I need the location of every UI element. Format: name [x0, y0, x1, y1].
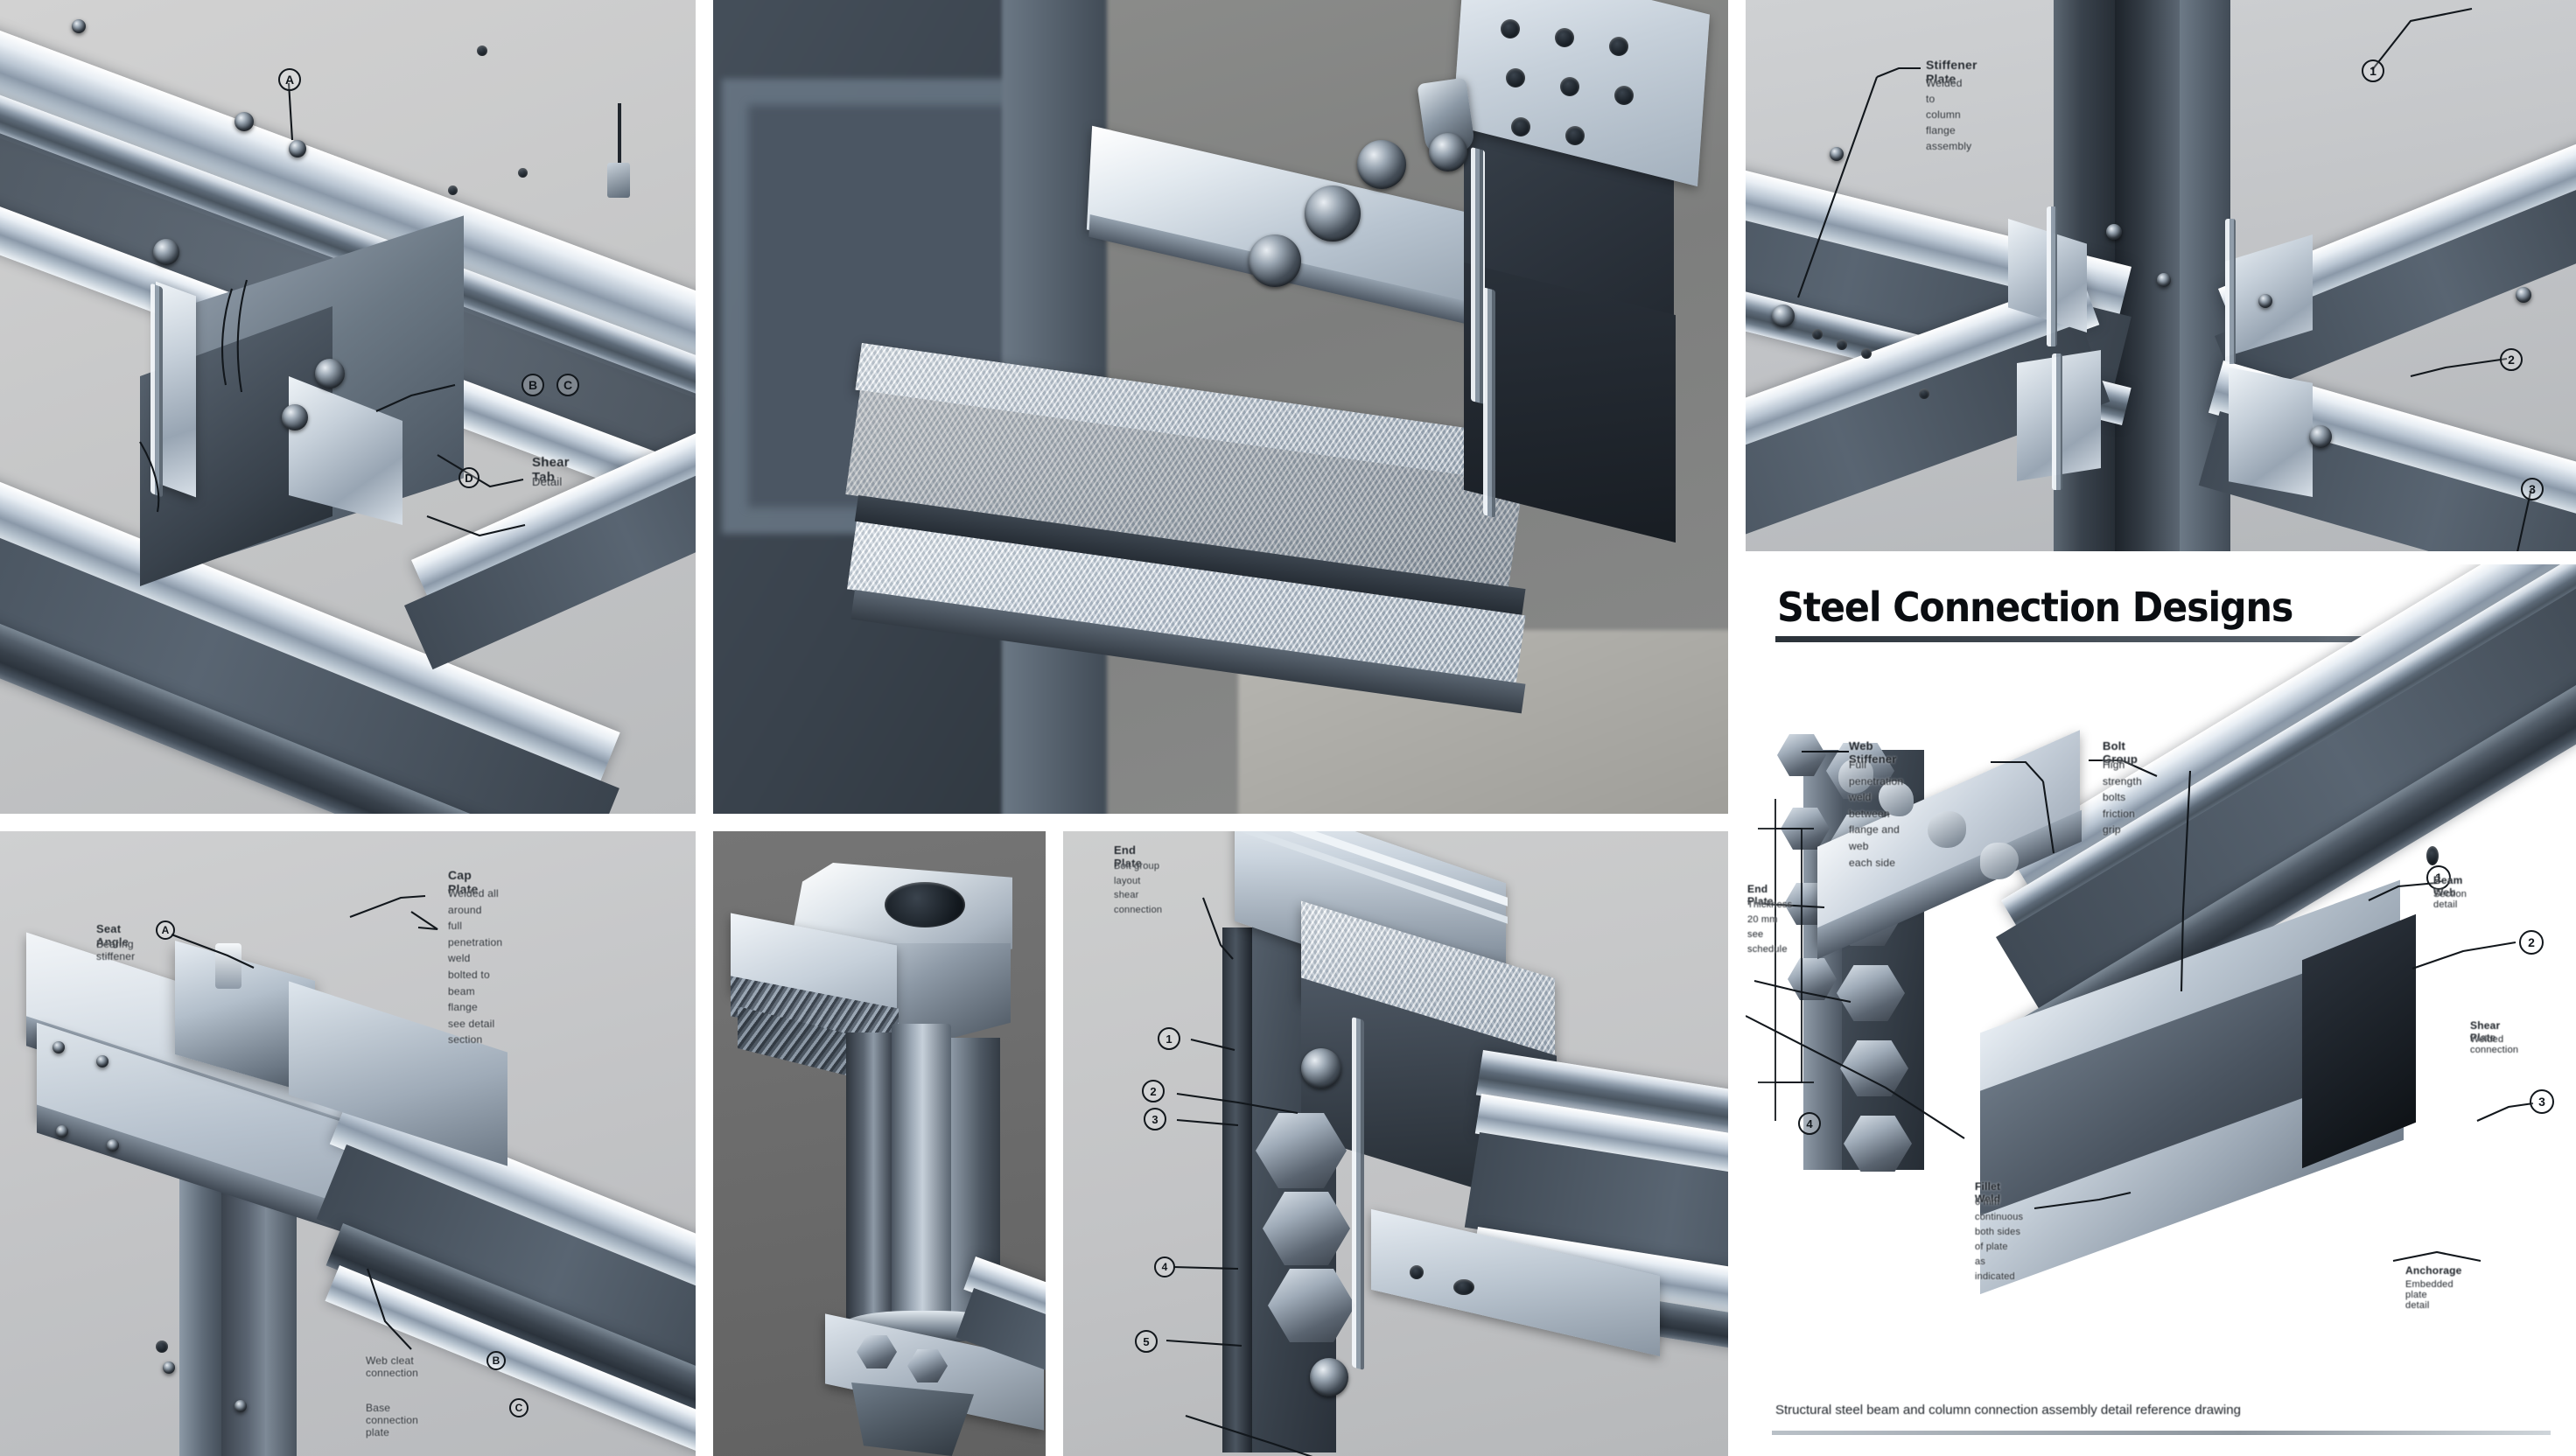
panel-shear-tab-bolted[interactable]: End Plate Bolt group layout shear connec…	[1063, 831, 1728, 1456]
diagram-caption: Structural steel beam and column connect…	[1775, 1403, 2241, 1418]
callout-bubble-c: C	[509, 1398, 528, 1418]
callout-leaders-tr	[1797, 7, 2533, 551]
diagram-foot-rule	[1772, 1431, 2551, 1435]
diagram-drawing: 1 2 3 4 Web Stiffener Full penetration w…	[1746, 564, 2576, 1388]
panel-cruciform-column-node[interactable]: Stiffener Plate Welded to column flange …	[1746, 0, 2576, 551]
panel-steel-connection-diagram[interactable]: Steel Connection Designs	[1746, 564, 2576, 1456]
callout-bubble-c: C	[556, 374, 579, 396]
weld-wire-strands	[139, 279, 248, 513]
callout-bubble-1: 1	[2362, 60, 2384, 82]
callout-bubble-b: B	[522, 374, 544, 396]
bolt-nut	[1305, 186, 1361, 242]
callout-bubble-4: 4	[1154, 1256, 1175, 1278]
callout-bubble-2: 2	[1142, 1080, 1165, 1102]
callout-bubble-a: A	[156, 920, 175, 940]
callout-bubble-1: 1	[1158, 1027, 1180, 1050]
hex-bolt	[1310, 1358, 1348, 1396]
callout-bubble-3: 3	[1144, 1108, 1166, 1130]
callout-bubble-d: D	[458, 467, 480, 488]
photo-column-cap-seat	[0, 831, 696, 1456]
photo-end-plate-moment	[713, 0, 1728, 814]
panel-beam-to-beam-bolted[interactable]: A B C D Shear Tab Detail	[0, 0, 696, 814]
callout-leaders-tl	[287, 82, 526, 537]
callout-bubble-a: A	[278, 68, 301, 91]
diagram-bubble-2: 2	[2519, 930, 2544, 955]
dimension-lines	[1758, 799, 1814, 1121]
diagram-title: Steel Connection Designs	[1777, 584, 2293, 631]
photo-beam-to-beam-bolted	[0, 0, 696, 814]
panel-column-cap-seat[interactable]: Seat Angle Bearing stiffener Cap Plate W…	[0, 831, 696, 1456]
callout-leaders-bl	[171, 894, 438, 1350]
hex-bolt	[1301, 1048, 1341, 1088]
photo-column-base-jack	[713, 831, 1046, 1456]
diagram-bubble-1: 1	[2426, 865, 2451, 890]
photo-shear-tab-bolted	[1063, 831, 1728, 1456]
panel-end-plate-moment[interactable]	[713, 0, 1728, 814]
hex-bolt	[1256, 1113, 1347, 1188]
callout-bubble-5: 5	[1135, 1330, 1158, 1353]
panel-column-base-jack[interactable]	[713, 831, 1046, 1456]
bolt-nut	[1249, 234, 1301, 287]
cap-plate-hole	[885, 882, 965, 928]
diagram-bubble-3: 3	[2530, 1089, 2554, 1114]
diagram-bubble-4: 4	[1798, 1112, 1821, 1135]
callout-bubble-b: B	[486, 1351, 506, 1370]
diagram-title-rule	[1775, 636, 2545, 642]
diagram-callout-leaders	[1746, 750, 2534, 1263]
callout-leaders-bmr	[1166, 897, 1313, 1456]
callout-bubble-3: 3	[2521, 478, 2544, 500]
bolt-nut	[1357, 140, 1406, 189]
photo-cruciform-column-node	[1746, 0, 2576, 551]
callout-bubble-2: 2	[2500, 348, 2523, 371]
